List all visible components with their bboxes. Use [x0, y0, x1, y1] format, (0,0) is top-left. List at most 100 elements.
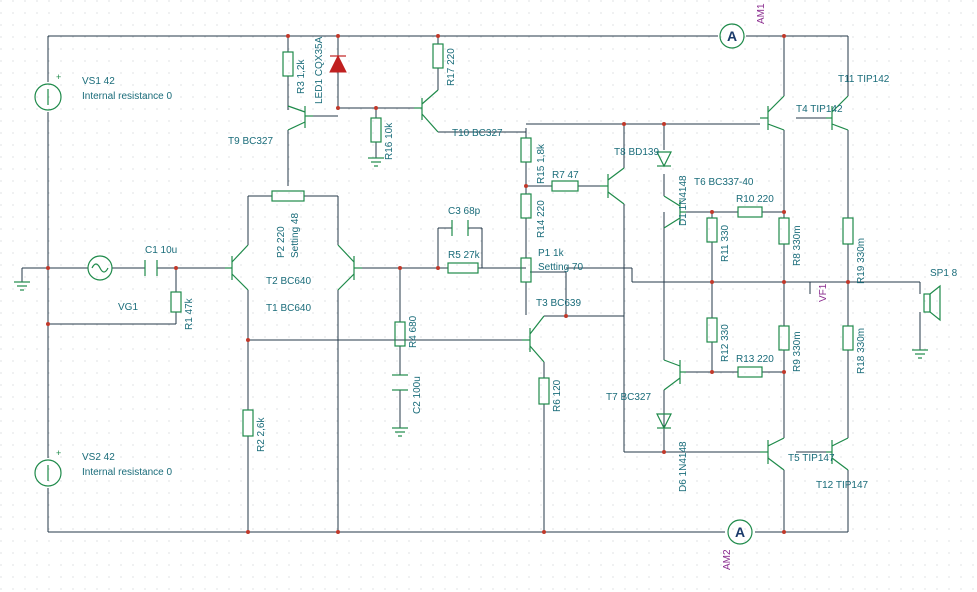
t1-label: T1 BC640 — [266, 303, 312, 314]
led1-symbol[interactable] — [329, 54, 347, 73]
t8-label: T8 BD139 — [614, 147, 660, 158]
t12-label: T12 TIP147 — [816, 480, 869, 491]
p2-symbol[interactable] — [271, 190, 305, 202]
r2-label: R2 2,6k — [256, 417, 267, 452]
r14-label: R14 220 — [536, 200, 547, 238]
t5-label: T5 TIP147 — [788, 453, 835, 464]
sp1-symbol[interactable] — [923, 284, 941, 322]
t1-symbol[interactable] — [225, 244, 249, 291]
am2-label: AM2 — [722, 549, 733, 570]
r8-symbol[interactable] — [778, 217, 790, 245]
d1-label: D1 1N4148 — [678, 175, 689, 226]
r3-symbol[interactable] — [282, 51, 294, 77]
r16-label: R16 10k — [384, 122, 395, 160]
t2-symbol[interactable] — [337, 244, 362, 291]
r9-label: R9 330m — [792, 331, 803, 372]
vg1-ref: VG1 — [118, 302, 139, 313]
led1-label: LED1 CQX35A — [314, 36, 325, 104]
r15-label: R15 1,8k — [536, 143, 547, 184]
t4-label: T4 TIP142 — [796, 104, 843, 115]
t12-symbol[interactable] — [826, 437, 849, 471]
p1-label: P1 1k — [538, 248, 564, 259]
p2-setting: Setting 48 — [290, 212, 301, 258]
r1-label: R1 47k — [184, 298, 195, 330]
r13-symbol[interactable] — [737, 366, 763, 378]
junctions — [46, 34, 850, 534]
r11-label: R11 330 — [720, 224, 731, 262]
c2-label: C2 100u — [412, 376, 423, 414]
t11-label: T11 TIP142 — [838, 74, 890, 85]
r12-label: R12 330 — [720, 324, 731, 362]
t9-symbol[interactable] — [287, 105, 313, 131]
r17-symbol[interactable] — [432, 43, 444, 69]
am2-glyph: A — [735, 524, 745, 540]
t11-symbol[interactable] — [760, 95, 785, 131]
sp1-label: SP1 8 — [930, 268, 958, 279]
c1-label: C1 10u — [145, 245, 178, 256]
r19-symbol[interactable] — [842, 217, 854, 245]
r4-label: R4 680 — [408, 315, 419, 348]
r7-symbol[interactable] — [551, 180, 579, 192]
vg1-symbol[interactable] — [87, 255, 113, 281]
r2-symbol[interactable] — [242, 409, 254, 437]
t7-symbol[interactable] — [663, 359, 686, 391]
t4-symbol[interactable] — [826, 95, 849, 131]
r5-symbol[interactable] — [447, 262, 479, 274]
r9-symbol[interactable] — [778, 325, 790, 351]
ground-speaker-icon — [912, 349, 928, 359]
vs1-symbol[interactable] — [34, 83, 62, 111]
r17-label: R17 220 — [446, 48, 457, 86]
vs2-plus: + — [56, 448, 61, 458]
r11-symbol[interactable] — [706, 217, 718, 243]
c1-symbol[interactable] — [144, 260, 158, 276]
ground-input-icon — [14, 281, 30, 291]
r10-symbol[interactable] — [737, 206, 763, 218]
r18-label: R18 330m — [856, 327, 867, 374]
wires — [21, 35, 921, 533]
vf1-label: VF1 — [818, 283, 829, 302]
d1-symbol[interactable] — [656, 151, 672, 168]
vs2-note: Internal resistance 0 — [82, 467, 173, 478]
t8-symbol[interactable] — [600, 167, 625, 205]
r1-symbol[interactable] — [170, 291, 182, 313]
c2-symbol[interactable] — [392, 374, 408, 391]
r7-label: R7 47 — [552, 170, 579, 181]
vs1-note: Internal resistance 0 — [82, 91, 173, 102]
r19-label: R19 330m — [856, 237, 867, 284]
components — [14, 23, 941, 545]
p1-symbol[interactable] — [520, 257, 532, 283]
am2-symbol[interactable] — [727, 519, 753, 545]
r12-symbol[interactable] — [706, 317, 718, 343]
p2-label: P2 220 — [276, 226, 287, 258]
r10-label: R10 220 — [736, 194, 774, 205]
c3-label: C3 68p — [448, 206, 481, 217]
vs1-plus: + — [56, 72, 61, 82]
r4-symbol[interactable] — [394, 321, 406, 347]
r6-symbol[interactable] — [538, 377, 550, 405]
vs2-symbol[interactable] — [34, 459, 62, 487]
am1-glyph: A — [727, 28, 737, 44]
vs2-ref: VS2 42 — [82, 452, 115, 463]
t6-symbol[interactable] — [663, 195, 686, 229]
t3-label: T3 BC639 — [536, 298, 582, 309]
r8-label: R8 330m — [792, 225, 803, 266]
r14-symbol[interactable] — [520, 193, 532, 219]
ground-c2-icon — [392, 427, 408, 437]
d6-symbol[interactable] — [656, 413, 672, 430]
r13-label: R13 220 — [736, 354, 774, 365]
r15-symbol[interactable] — [520, 137, 532, 163]
r18-symbol[interactable] — [842, 325, 854, 351]
t3-symbol[interactable] — [522, 315, 545, 363]
r16-symbol[interactable] — [370, 117, 382, 143]
t5-symbol[interactable] — [760, 437, 785, 471]
t10-symbol[interactable] — [414, 89, 439, 133]
d6-label: D6 1N4148 — [678, 441, 689, 492]
r3-label: R3 1,2k — [296, 59, 307, 94]
t10-label: T10 BC327 — [452, 128, 503, 139]
c3-symbol[interactable] — [451, 220, 469, 236]
r5-label: R5 27k — [448, 250, 480, 261]
am1-label: AM1 — [756, 3, 767, 24]
am1-symbol[interactable] — [719, 23, 745, 49]
t9-label: T9 BC327 — [228, 136, 274, 147]
